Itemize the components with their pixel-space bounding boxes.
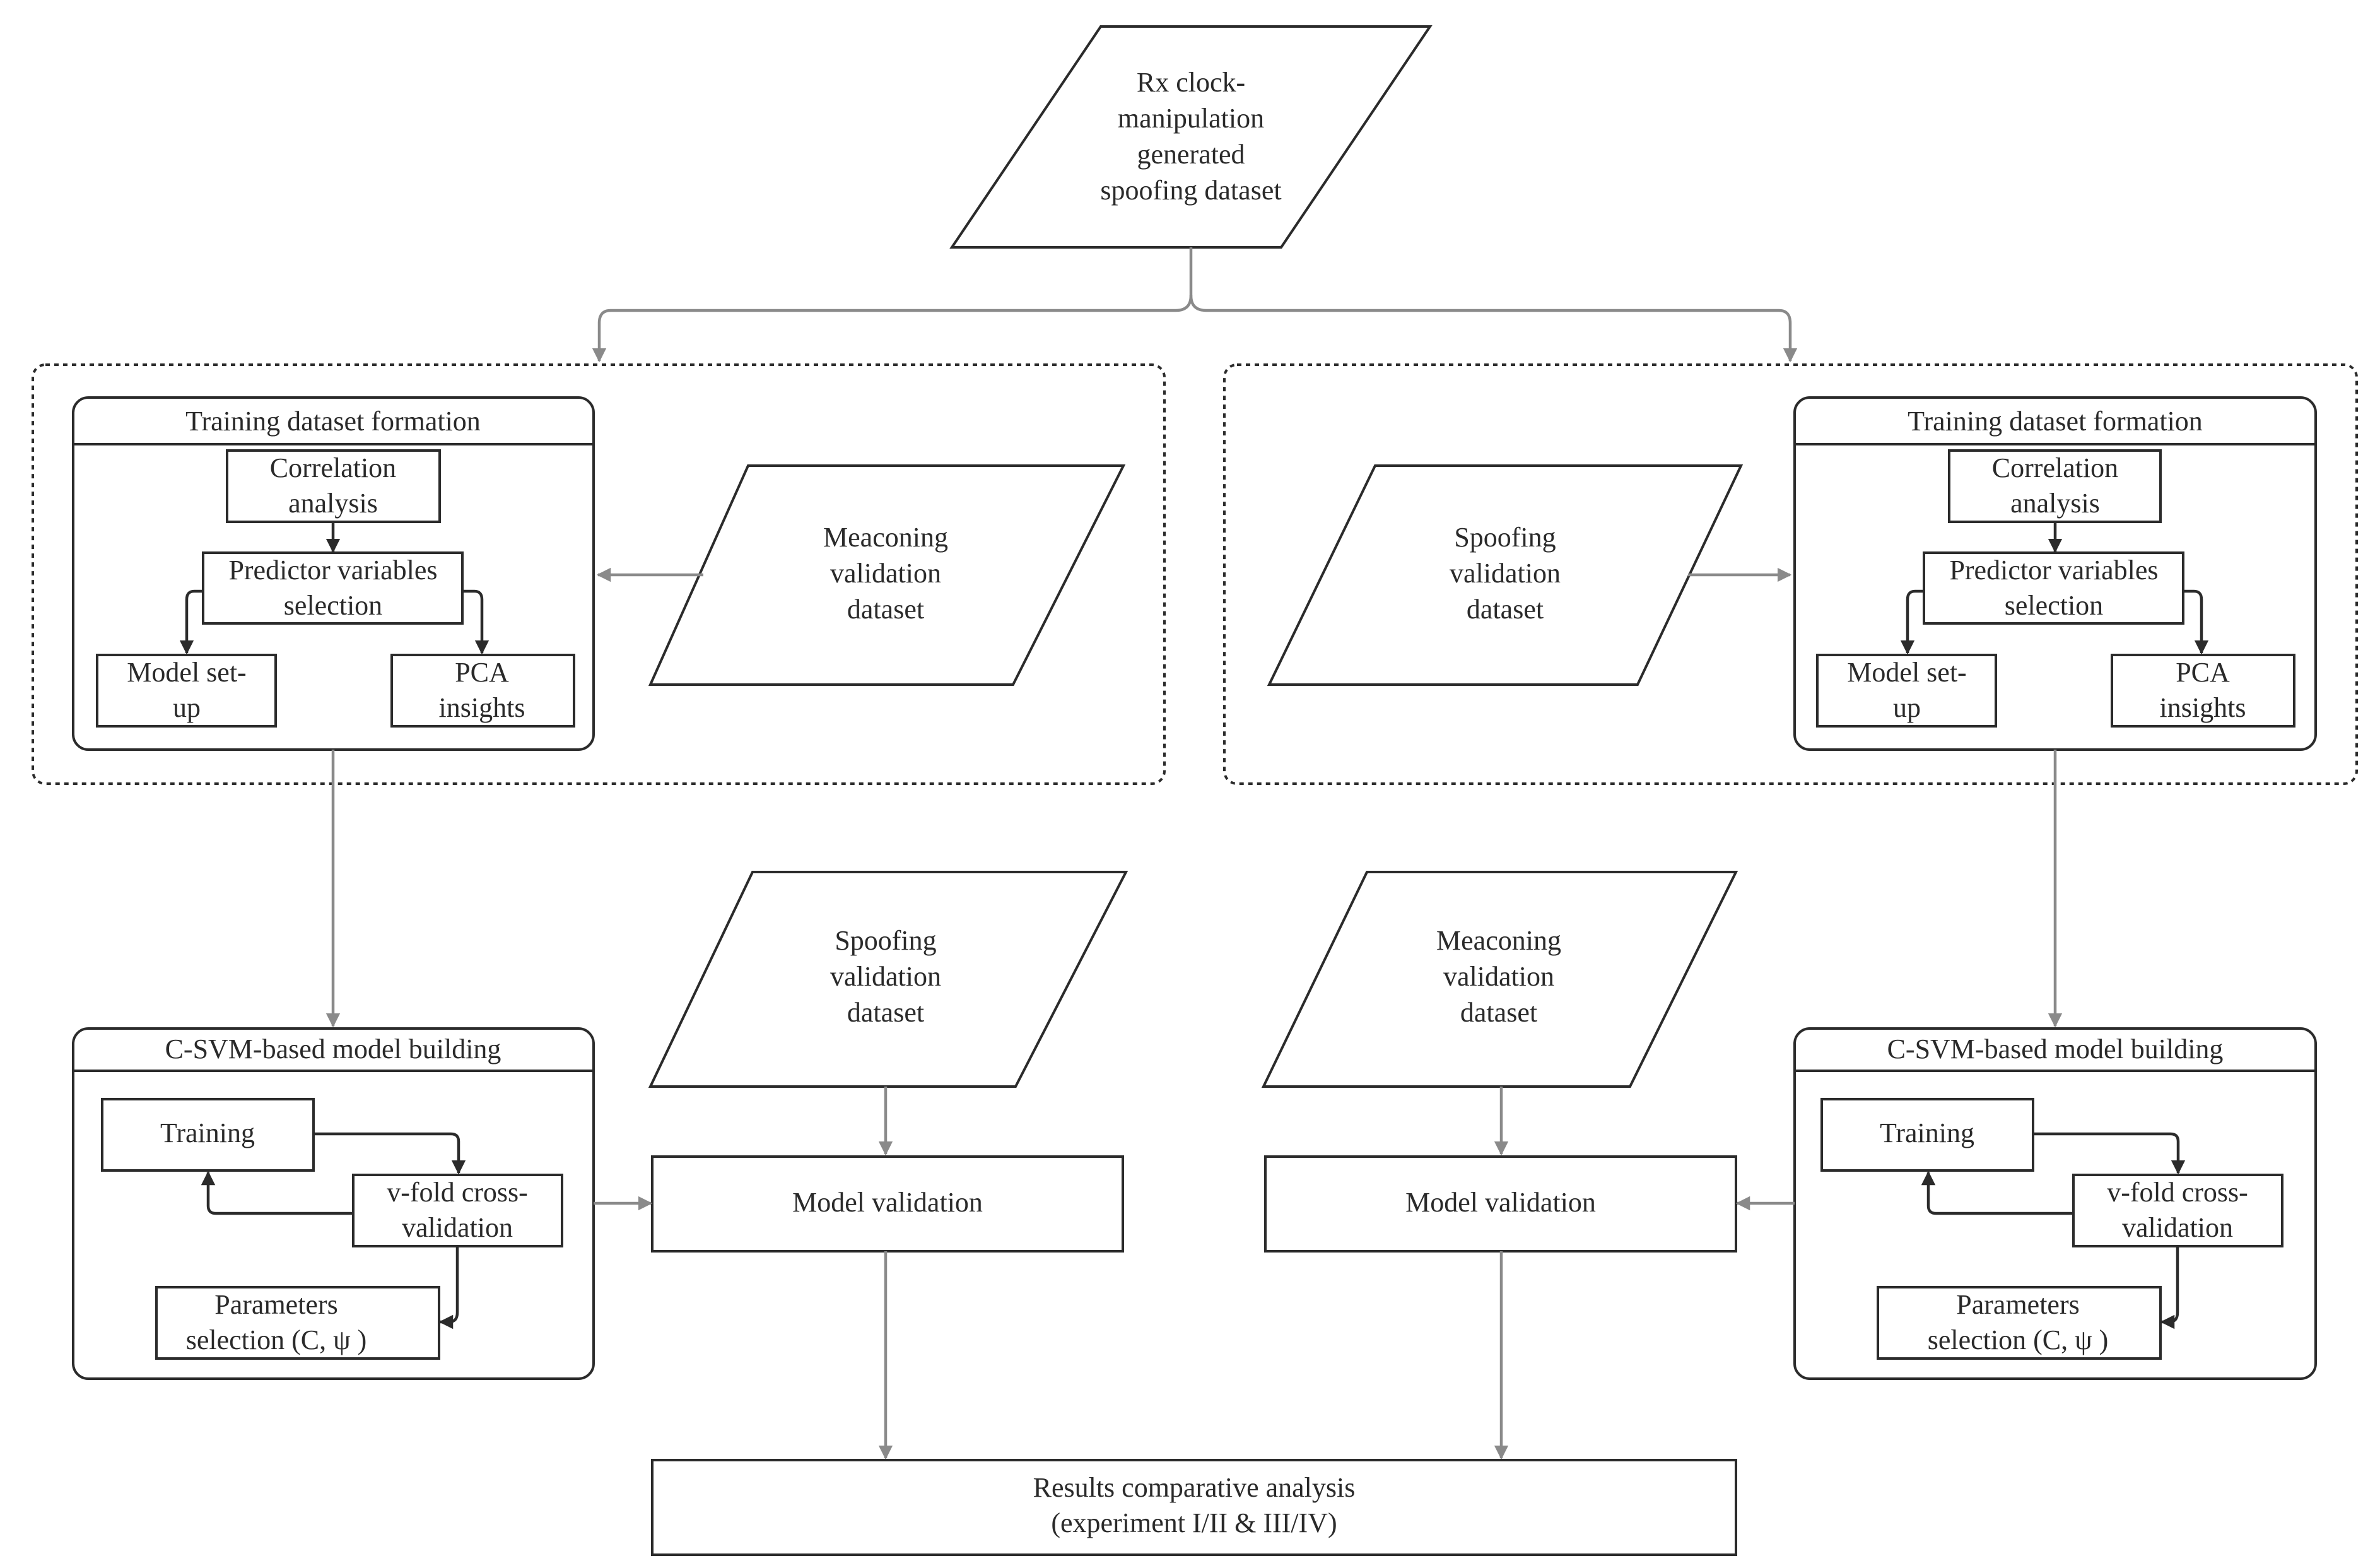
left-training-formation-title: Training dataset formation bbox=[185, 406, 481, 437]
results-line2: (experiment I/II & III/IV) bbox=[1051, 1507, 1337, 1538]
middle-left-dataset-line3: dataset bbox=[847, 997, 924, 1028]
right-training-formation-title: Training dataset formation bbox=[1908, 406, 2203, 437]
left-pca-line2: insights bbox=[439, 692, 525, 723]
right-params-line2: selection (C, ψ ) bbox=[1928, 1324, 2109, 1355]
source-dataset-line2: manipulation bbox=[1118, 103, 1264, 134]
left-model-setup-line1: Model set- bbox=[127, 657, 246, 688]
right-side-dataset-line3: dataset bbox=[1467, 594, 1544, 625]
right-side-dataset-line2: validation bbox=[1450, 558, 1561, 589]
left-predictor-line1: Predictor variables bbox=[228, 555, 437, 586]
left-predictor-box bbox=[202, 551, 464, 625]
middle-right-dataset-line3: dataset bbox=[1460, 997, 1537, 1028]
source-split-connector bbox=[592, 247, 1798, 363]
source-dataset-line4: spoofing dataset bbox=[1100, 175, 1281, 206]
right-csvm-model-building: C-SVM-based model building Training v-fo… bbox=[1793, 1027, 2317, 1380]
left-cv-box bbox=[352, 1174, 563, 1247]
right-training-formation: Training dataset formation Correlation a… bbox=[1793, 396, 2317, 751]
right-pca-box bbox=[2111, 654, 2295, 728]
right-correlation-line2: analysis bbox=[2010, 488, 2100, 519]
middle-right-model-validation: Model validation bbox=[1264, 1155, 1737, 1253]
right-model-setup-line1: Model set- bbox=[1847, 657, 1966, 688]
middle-left-dataset-line1: Spoofing bbox=[835, 925, 936, 956]
left-side-dataset-line2: validation bbox=[830, 558, 941, 589]
left-side-dataset-line1: Meaconing bbox=[823, 522, 948, 553]
middle-left-spoofing-validation-dataset: Spoofing validation dataset bbox=[648, 871, 1128, 1088]
left-side-dataset-line3: dataset bbox=[847, 594, 924, 625]
right-csvm-title: C-SVM-based model building bbox=[1887, 1034, 2224, 1064]
left-training-label: Training bbox=[160, 1117, 255, 1148]
right-experiment-panel bbox=[1223, 363, 2358, 785]
left-model-setup-line2: up bbox=[173, 692, 201, 723]
right-predictor-line2: selection bbox=[2005, 590, 2103, 621]
left-csvm-model-building: C-SVM-based model building Training v-fo… bbox=[72, 1027, 595, 1380]
left-correlation-line2: analysis bbox=[288, 488, 378, 519]
left-cv-line2: validation bbox=[402, 1212, 513, 1243]
left-correlation-line1: Correlation bbox=[270, 452, 396, 483]
left-model-setup-box bbox=[96, 654, 277, 728]
middle-left-model-validation-label: Model validation bbox=[792, 1187, 983, 1218]
right-training-box bbox=[1820, 1098, 2034, 1172]
right-model-setup-box bbox=[1816, 654, 1997, 728]
results-comparative-analysis: Results comparative analysis (experiment… bbox=[651, 1459, 1737, 1556]
right-cv-box bbox=[2072, 1174, 2283, 1247]
right-correlation-line1: Correlation bbox=[1992, 452, 2118, 483]
middle-right-meaconing-validation-dataset: Meaconing validation dataset bbox=[1261, 871, 1738, 1088]
middle-left-model-validation: Model validation bbox=[651, 1155, 1124, 1253]
source-dataset-line1: Rx clock- bbox=[1137, 67, 1245, 98]
right-params-line1: Parameters bbox=[1956, 1289, 2079, 1320]
left-training-box bbox=[101, 1098, 315, 1172]
right-predictor-box bbox=[1923, 551, 2184, 625]
left-csvm-title: C-SVM-based model building bbox=[165, 1034, 501, 1064]
middle-right-dataset-line1: Meaconing bbox=[1436, 925, 1561, 956]
left-pca-box bbox=[390, 654, 575, 728]
right-pca-line2: insights bbox=[2160, 692, 2246, 723]
left-meaconing-validation-dataset: Meaconing validation dataset bbox=[648, 464, 1126, 686]
left-params-line2: selection (C, ψ ) bbox=[186, 1324, 367, 1355]
source-dataset-line3: generated bbox=[1137, 139, 1245, 170]
source-dataset: Rx clock- manipulation generated spoofin… bbox=[949, 25, 1433, 249]
right-params-box bbox=[1877, 1286, 2162, 1360]
middle-left-dataset-line2: validation bbox=[830, 961, 941, 992]
left-training-formation: Training dataset formation Correlation a… bbox=[72, 396, 595, 751]
right-model-setup-line2: up bbox=[1893, 692, 1921, 723]
right-correlation-box bbox=[1948, 449, 2162, 523]
left-cv-line1: v-fold cross- bbox=[387, 1177, 528, 1208]
left-predictor-line2: selection bbox=[284, 590, 382, 621]
right-training-label: Training bbox=[1880, 1117, 1974, 1148]
left-pca-line1: PCA bbox=[455, 657, 509, 688]
results-line1: Results comparative analysis bbox=[1033, 1472, 1356, 1503]
left-params-line1: Parameters bbox=[214, 1289, 337, 1320]
middle-right-model-validation-label: Model validation bbox=[1405, 1187, 1596, 1218]
right-cv-line1: v-fold cross- bbox=[2107, 1177, 2248, 1208]
right-cv-line2: validation bbox=[2122, 1212, 2233, 1243]
middle-right-dataset-line2: validation bbox=[1443, 961, 1554, 992]
right-side-dataset-line1: Spoofing bbox=[1454, 522, 1556, 553]
left-correlation-box bbox=[226, 449, 441, 523]
right-pca-line1: PCA bbox=[2176, 657, 2230, 688]
left-experiment-panel bbox=[32, 363, 1166, 785]
right-spoofing-validation-dataset: Spoofing validation dataset bbox=[1267, 464, 1744, 686]
right-predictor-line1: Predictor variables bbox=[1949, 555, 2158, 586]
